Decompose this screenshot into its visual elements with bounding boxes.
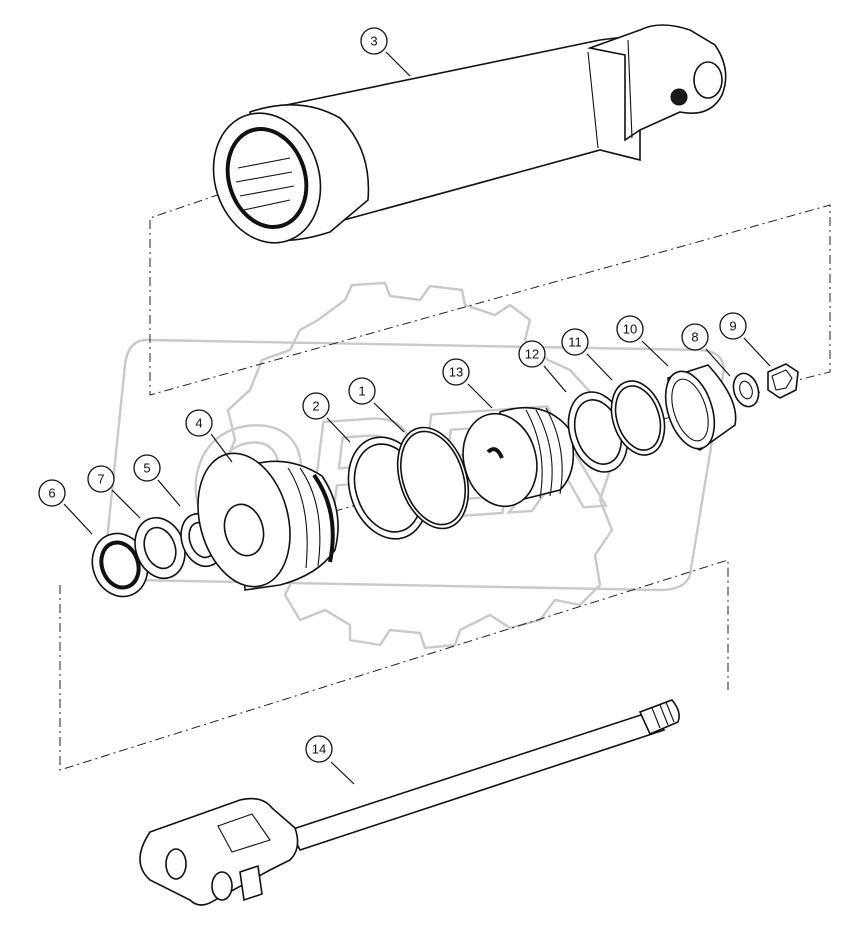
callout-8-label: 8: [691, 330, 698, 345]
callout-3-label: 3: [370, 34, 377, 49]
barrel-collar-line-2: [627, 39, 633, 139]
leader-12: [543, 365, 567, 393]
leader-8: [705, 348, 731, 377]
grease-fitting: [670, 88, 688, 106]
barrel-clevis: [587, 24, 727, 142]
callout-9: 9: [719, 312, 747, 340]
watermark-frame: [103, 338, 725, 592]
rod-shaft: [288, 711, 666, 851]
rod-seal: [134, 516, 186, 580]
lock-nut: [767, 363, 799, 399]
leader-6: [63, 503, 93, 535]
piston-face: [462, 412, 538, 508]
rod-threaded-end: [638, 699, 680, 736]
callout-10-label: 10: [623, 322, 637, 337]
barrel-bore-seal: [225, 127, 309, 229]
leader-1: [373, 402, 405, 433]
callout-11: 11: [561, 328, 589, 356]
leader-14: [330, 761, 355, 785]
callout-7-label: 7: [97, 472, 104, 487]
callout-3: 3: [360, 27, 388, 55]
leader-3: [385, 51, 411, 77]
callout-11-label: 11: [568, 335, 582, 350]
piston: [462, 406, 575, 508]
barrel-collar-line: [587, 51, 599, 149]
leader-11: [586, 353, 613, 381]
callout-2: 2: [302, 392, 330, 420]
callout-13-label: 13: [449, 365, 463, 380]
piston-groove-2: [535, 409, 553, 497]
leader-lines: [63, 51, 771, 785]
piston-groove-3: [545, 407, 563, 495]
leader-9: [743, 337, 771, 367]
callout-4: 4: [185, 409, 213, 437]
nut-face: [771, 369, 793, 391]
rod-clevis-hole-1: [165, 848, 187, 880]
callout-14-label: 14: [312, 742, 326, 757]
callout-5-label: 5: [143, 461, 150, 476]
leader-2: [326, 417, 351, 443]
callout-5: 5: [133, 454, 161, 482]
spacer-end: [664, 370, 716, 450]
wiper-inner: [99, 540, 141, 590]
cylinder-barrel: [212, 24, 727, 244]
piston-groove-1: [525, 409, 543, 499]
washer: [732, 372, 760, 408]
gland-seal-ring: [312, 473, 335, 563]
leader-13: [467, 383, 493, 409]
callout-2-label: 2: [312, 399, 319, 414]
gland-groove-1: [287, 467, 308, 569]
wiper-seal: [91, 532, 149, 598]
callout-10: 10: [616, 315, 644, 343]
rod-clevis-slot: [217, 813, 271, 853]
leader-10: [641, 340, 669, 367]
o-ring: [396, 426, 470, 530]
leader-7: [111, 489, 141, 519]
callout-6: 6: [38, 479, 66, 507]
callout-8: 8: [681, 323, 709, 351]
rod-thread-lines: [651, 701, 675, 729]
wear-ring-inner: [614, 385, 662, 451]
callout-12-label: 12: [525, 347, 539, 362]
lower-centerline: [59, 559, 729, 771]
bore-hatch-1: [235, 157, 295, 211]
piston-bore-mark: [486, 447, 504, 459]
rod-clevis-hole-2: [211, 871, 233, 901]
callout-12: 12: [518, 340, 546, 368]
spacer: [664, 364, 737, 451]
gland: [197, 452, 339, 591]
clevis-pin-hole: [693, 61, 723, 99]
callout-4-label: 4: [195, 416, 202, 431]
callout-1: 1: [348, 377, 376, 405]
wear-ring: [610, 380, 666, 456]
washer-inner: [739, 380, 753, 400]
gland-groove-2: [299, 467, 321, 567]
callout-1-label: 1: [358, 384, 365, 399]
callout-13: 13: [442, 358, 470, 386]
callouts: 3 1 2 4 5 6 7 8: [38, 27, 747, 763]
leader-5: [157, 479, 181, 507]
rod-seal-inner: [143, 526, 177, 570]
callout-6-label: 6: [48, 486, 55, 501]
leader-4: [210, 433, 233, 463]
o-ring-inner: [400, 430, 466, 526]
callout-7: 7: [87, 465, 115, 493]
gland-bore: [223, 503, 265, 557]
nut-body: [767, 363, 799, 399]
spacer-bore: [671, 378, 709, 442]
callout-9-label: 9: [729, 319, 736, 334]
callout-14: 14: [305, 735, 333, 763]
upper-centerline: [149, 187, 831, 396]
washer-outer: [732, 372, 760, 408]
rod-clevis-fitting: [239, 864, 263, 902]
piston-rod: [139, 699, 680, 906]
